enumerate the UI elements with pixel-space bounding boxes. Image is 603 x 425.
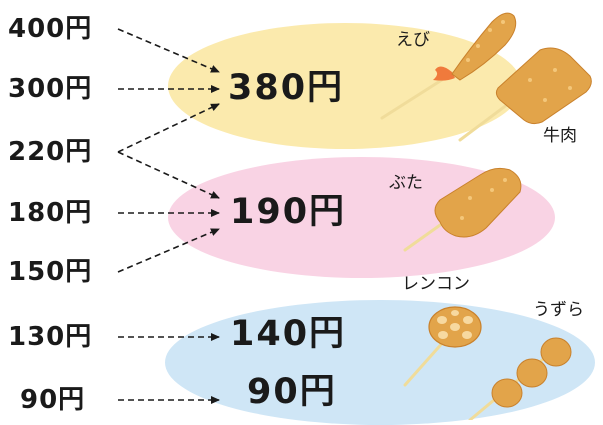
arrow-220-to-190 xyxy=(117,151,220,199)
fried-shrimp-icon xyxy=(380,12,517,120)
price-label-220: 220円 xyxy=(8,137,93,167)
yellow-ellipse xyxy=(168,23,522,149)
price-label-180: 180円 xyxy=(8,198,93,228)
food-label-uzura: うずら xyxy=(533,300,584,320)
price-label-400: 400円 xyxy=(8,14,93,44)
food-label-renkon: レンコン xyxy=(402,274,470,294)
arrow-220-to-380 xyxy=(117,103,220,153)
price-label-130: 130円 xyxy=(8,322,93,352)
result-label-90: 90円 xyxy=(247,372,337,412)
arrow-150-to-190 xyxy=(117,228,220,273)
price-label-90: 90円 xyxy=(20,385,86,415)
result-label-190: 190円 xyxy=(230,192,347,232)
price-label-300: 300円 xyxy=(8,74,93,104)
result-label-380: 380円 xyxy=(228,68,345,108)
result-label-140: 140円 xyxy=(230,314,347,354)
fried-quail-egg-icon xyxy=(468,337,572,420)
arrow-400-to-380 xyxy=(117,28,220,73)
food-label-ebi: えび xyxy=(396,30,430,50)
fried-lotus-root-icon xyxy=(403,306,482,387)
food-label-gyuniku: 牛肉 xyxy=(543,126,577,146)
fried-pork-icon xyxy=(403,167,522,252)
price-label-150: 150円 xyxy=(8,257,93,287)
food-label-buta: ぶた xyxy=(389,173,423,193)
fried-beef-icon xyxy=(458,47,592,142)
